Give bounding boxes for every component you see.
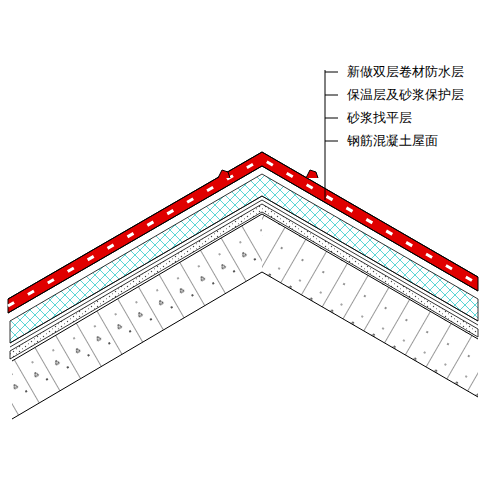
leader-lines [325,70,338,200]
layer-label: 砂浆找平层 [346,110,413,126]
layer-label: 钢筋混凝土屋面 [346,133,439,149]
membrane-joints [8,159,478,306]
waterproof-membrane [8,152,478,313]
layer-label: 保温层及砂浆保护层 [346,87,465,103]
layer-label: 新做双层卷材防水层 [346,64,465,80]
